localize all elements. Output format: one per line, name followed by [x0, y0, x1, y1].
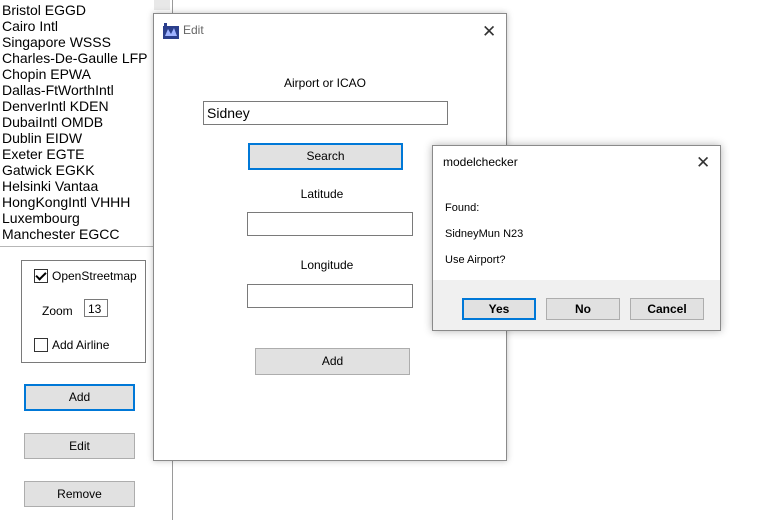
message-box-title: modelchecker	[443, 155, 518, 169]
list-item[interactable]: Bristol EGGD	[2, 2, 87, 18]
add-airline-checkbox[interactable]	[34, 338, 48, 352]
dialog-title: Edit	[183, 23, 204, 37]
add-button[interactable]: Add	[24, 384, 135, 411]
list-item[interactable]: DenverIntl KDEN	[2, 98, 109, 114]
edit-button[interactable]: Edit	[24, 433, 135, 459]
map-options-group: OpenStreetmap Zoom 13 Add Airline	[21, 260, 146, 363]
longitude-label: Longitude	[300, 258, 354, 272]
app-icon	[163, 23, 179, 39]
remove-button[interactable]: Remove	[24, 481, 135, 507]
edit-dialog: Edit ✕ Airport or ICAO Sidney Search Lat…	[153, 13, 507, 461]
list-item[interactable]: Dublin EIDW	[2, 130, 83, 146]
list-item[interactable]: Gatwick EGKK	[2, 162, 95, 178]
list-item[interactable]: Exeter EGTE	[2, 146, 85, 162]
zoom-input[interactable]: 13	[84, 299, 108, 317]
latitude-input[interactable]	[247, 212, 413, 236]
zoom-label: Zoom	[42, 304, 73, 318]
close-icon[interactable]: ✕	[482, 22, 497, 41]
message-box: modelchecker ✕ Found: SidneyMun N23 Use …	[432, 145, 721, 331]
list-item[interactable]: Singapore WSSS	[2, 34, 111, 50]
list-item[interactable]: Chopin EPWA	[2, 66, 91, 82]
list-item[interactable]: Charles-De-Gaulle LFP	[2, 50, 148, 66]
list-item[interactable]: HongKongIntl VHHH	[2, 194, 131, 210]
openstreetmap-checkbox[interactable]	[34, 269, 48, 283]
add-airline-label[interactable]: Add Airline	[52, 338, 110, 352]
latitude-label: Latitude	[300, 187, 344, 201]
openstreetmap-label[interactable]: OpenStreetmap	[52, 269, 137, 283]
airport-list[interactable]: Bristol EGGD Cairo Intl Singapore WSSS C…	[0, 0, 154, 247]
list-item[interactable]: Helsinki Vantaa	[2, 178, 99, 194]
message-line: Found:	[445, 202, 480, 214]
message-line: SidneyMun N23	[445, 228, 524, 240]
yes-button[interactable]: Yes	[462, 298, 536, 320]
list-item[interactable]: Manchester EGCC	[2, 226, 120, 242]
list-item[interactable]: Luxembourg	[2, 210, 80, 226]
search-button[interactable]: Search	[248, 143, 403, 170]
list-item[interactable]: DubaiIntl OMDB	[2, 114, 104, 130]
close-icon[interactable]: ✕	[696, 153, 711, 172]
airport-input[interactable]: Sidney	[203, 101, 448, 125]
cancel-button[interactable]: Cancel	[630, 298, 704, 320]
longitude-input[interactable]	[247, 284, 413, 308]
airport-label: Airport or ICAO	[283, 76, 367, 90]
no-button[interactable]: No	[546, 298, 620, 320]
add-button[interactable]: Add	[255, 348, 410, 375]
message-line: Use Airport?	[445, 254, 506, 266]
list-item[interactable]: Cairo Intl	[2, 18, 59, 34]
list-scrollbar[interactable]	[154, 0, 170, 10]
list-item[interactable]: Dallas-FtWorthIntl	[2, 82, 114, 98]
